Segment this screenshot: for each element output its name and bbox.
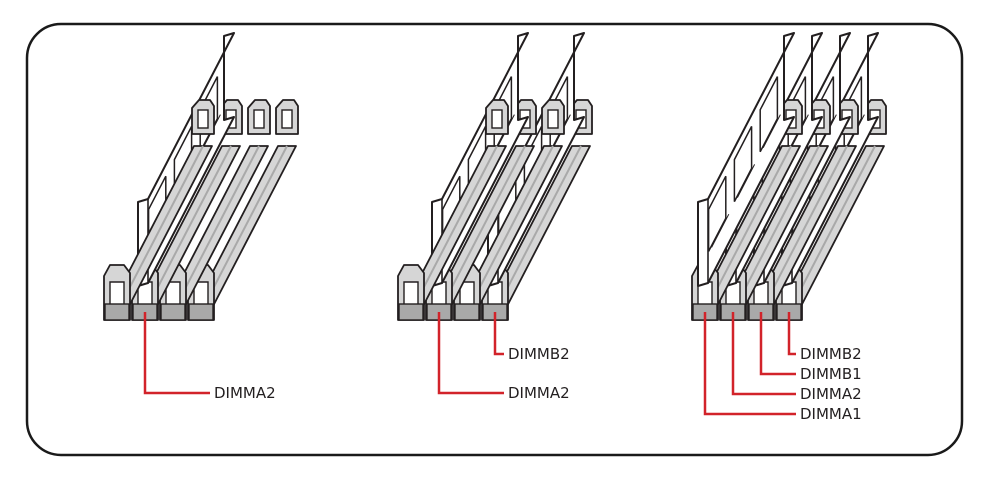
- dimm-slot-dimma1-populated: [691, 32, 803, 321]
- leader-line-dimmb1: [759, 312, 796, 376]
- leader-line-dimma2: [437, 312, 504, 395]
- leader-line-dimma2: [143, 312, 210, 395]
- label-dimma2: DIMMA2: [508, 384, 570, 402]
- label-dimma2: DIMMA2: [214, 384, 276, 402]
- label-dimmb2: DIMMB2: [800, 345, 862, 363]
- label-dimmb1: DIMMB1: [800, 365, 862, 383]
- configurations: DIMMA2DIMMB2DIMMA2DIMMB2DIMMB1DIMMA2DIMM…: [103, 32, 887, 423]
- leader-line-dimma1: [703, 312, 796, 416]
- label-dimmb2: DIMMB2: [508, 345, 570, 363]
- dimm-slot-dimmb2-empty: [187, 99, 299, 321]
- dimm-slot-dimma1-empty: [103, 99, 215, 321]
- label-dimma1: DIMMA1: [800, 405, 862, 423]
- dimm-slot-dimma1-empty: [397, 99, 509, 321]
- config-one-module: DIMMA2: [103, 32, 299, 402]
- leader-line-dimmb2: [493, 312, 504, 356]
- leader-line-dimmb2: [787, 312, 796, 356]
- label-dimma2: DIMMA2: [800, 385, 862, 403]
- dimm-slot-dimmb1-empty: [159, 99, 271, 321]
- leader-line-dimma2: [731, 312, 796, 396]
